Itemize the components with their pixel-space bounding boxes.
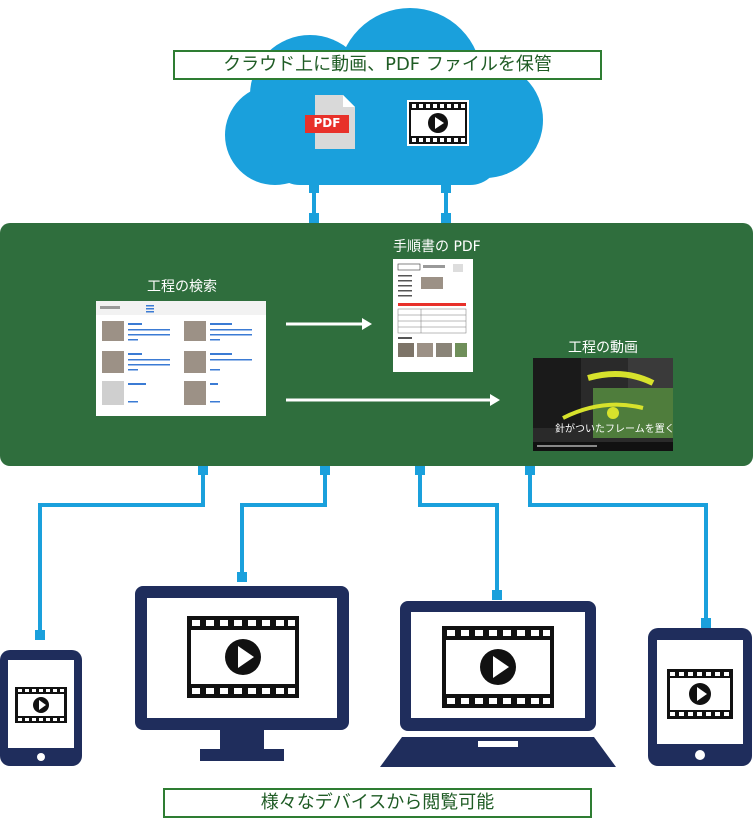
device-access-label: 様々なデバイスから閲覧可能 bbox=[163, 788, 592, 818]
desktop-monitor-device bbox=[135, 586, 349, 761]
process-video-thumbnail[interactable]: 針がついたフレームを置く bbox=[533, 358, 675, 451]
pdf-document-thumbnail bbox=[393, 259, 473, 372]
smartphone-device bbox=[0, 650, 82, 766]
video-title: 工程の動画 bbox=[568, 340, 638, 356]
video-caption: 針がついたフレームを置く bbox=[555, 424, 675, 435]
tablet-device bbox=[648, 628, 752, 766]
cloud-icon bbox=[225, 8, 543, 185]
connector-laptop bbox=[418, 466, 499, 600]
video-file-icon bbox=[407, 100, 469, 146]
connector-monitor bbox=[240, 466, 327, 580]
connector-smartphone bbox=[38, 466, 205, 640]
connector-tablet bbox=[528, 466, 708, 627]
pdf-title: 手順書の PDF bbox=[393, 239, 481, 255]
arrows bbox=[286, 318, 500, 406]
search-screenshot-content bbox=[96, 301, 266, 405]
search-title: 工程の検索 bbox=[147, 279, 217, 295]
video-frame bbox=[533, 358, 673, 451]
laptop-device bbox=[380, 601, 616, 767]
pdf-badge-text: PDF bbox=[313, 116, 341, 130]
pdf-file-icon bbox=[305, 95, 355, 149]
search-screenshot bbox=[96, 301, 266, 416]
pdf-document-content bbox=[397, 263, 467, 357]
cloud-storage-label: クラウド上に動画、PDF ファイルを保管 bbox=[173, 50, 602, 80]
